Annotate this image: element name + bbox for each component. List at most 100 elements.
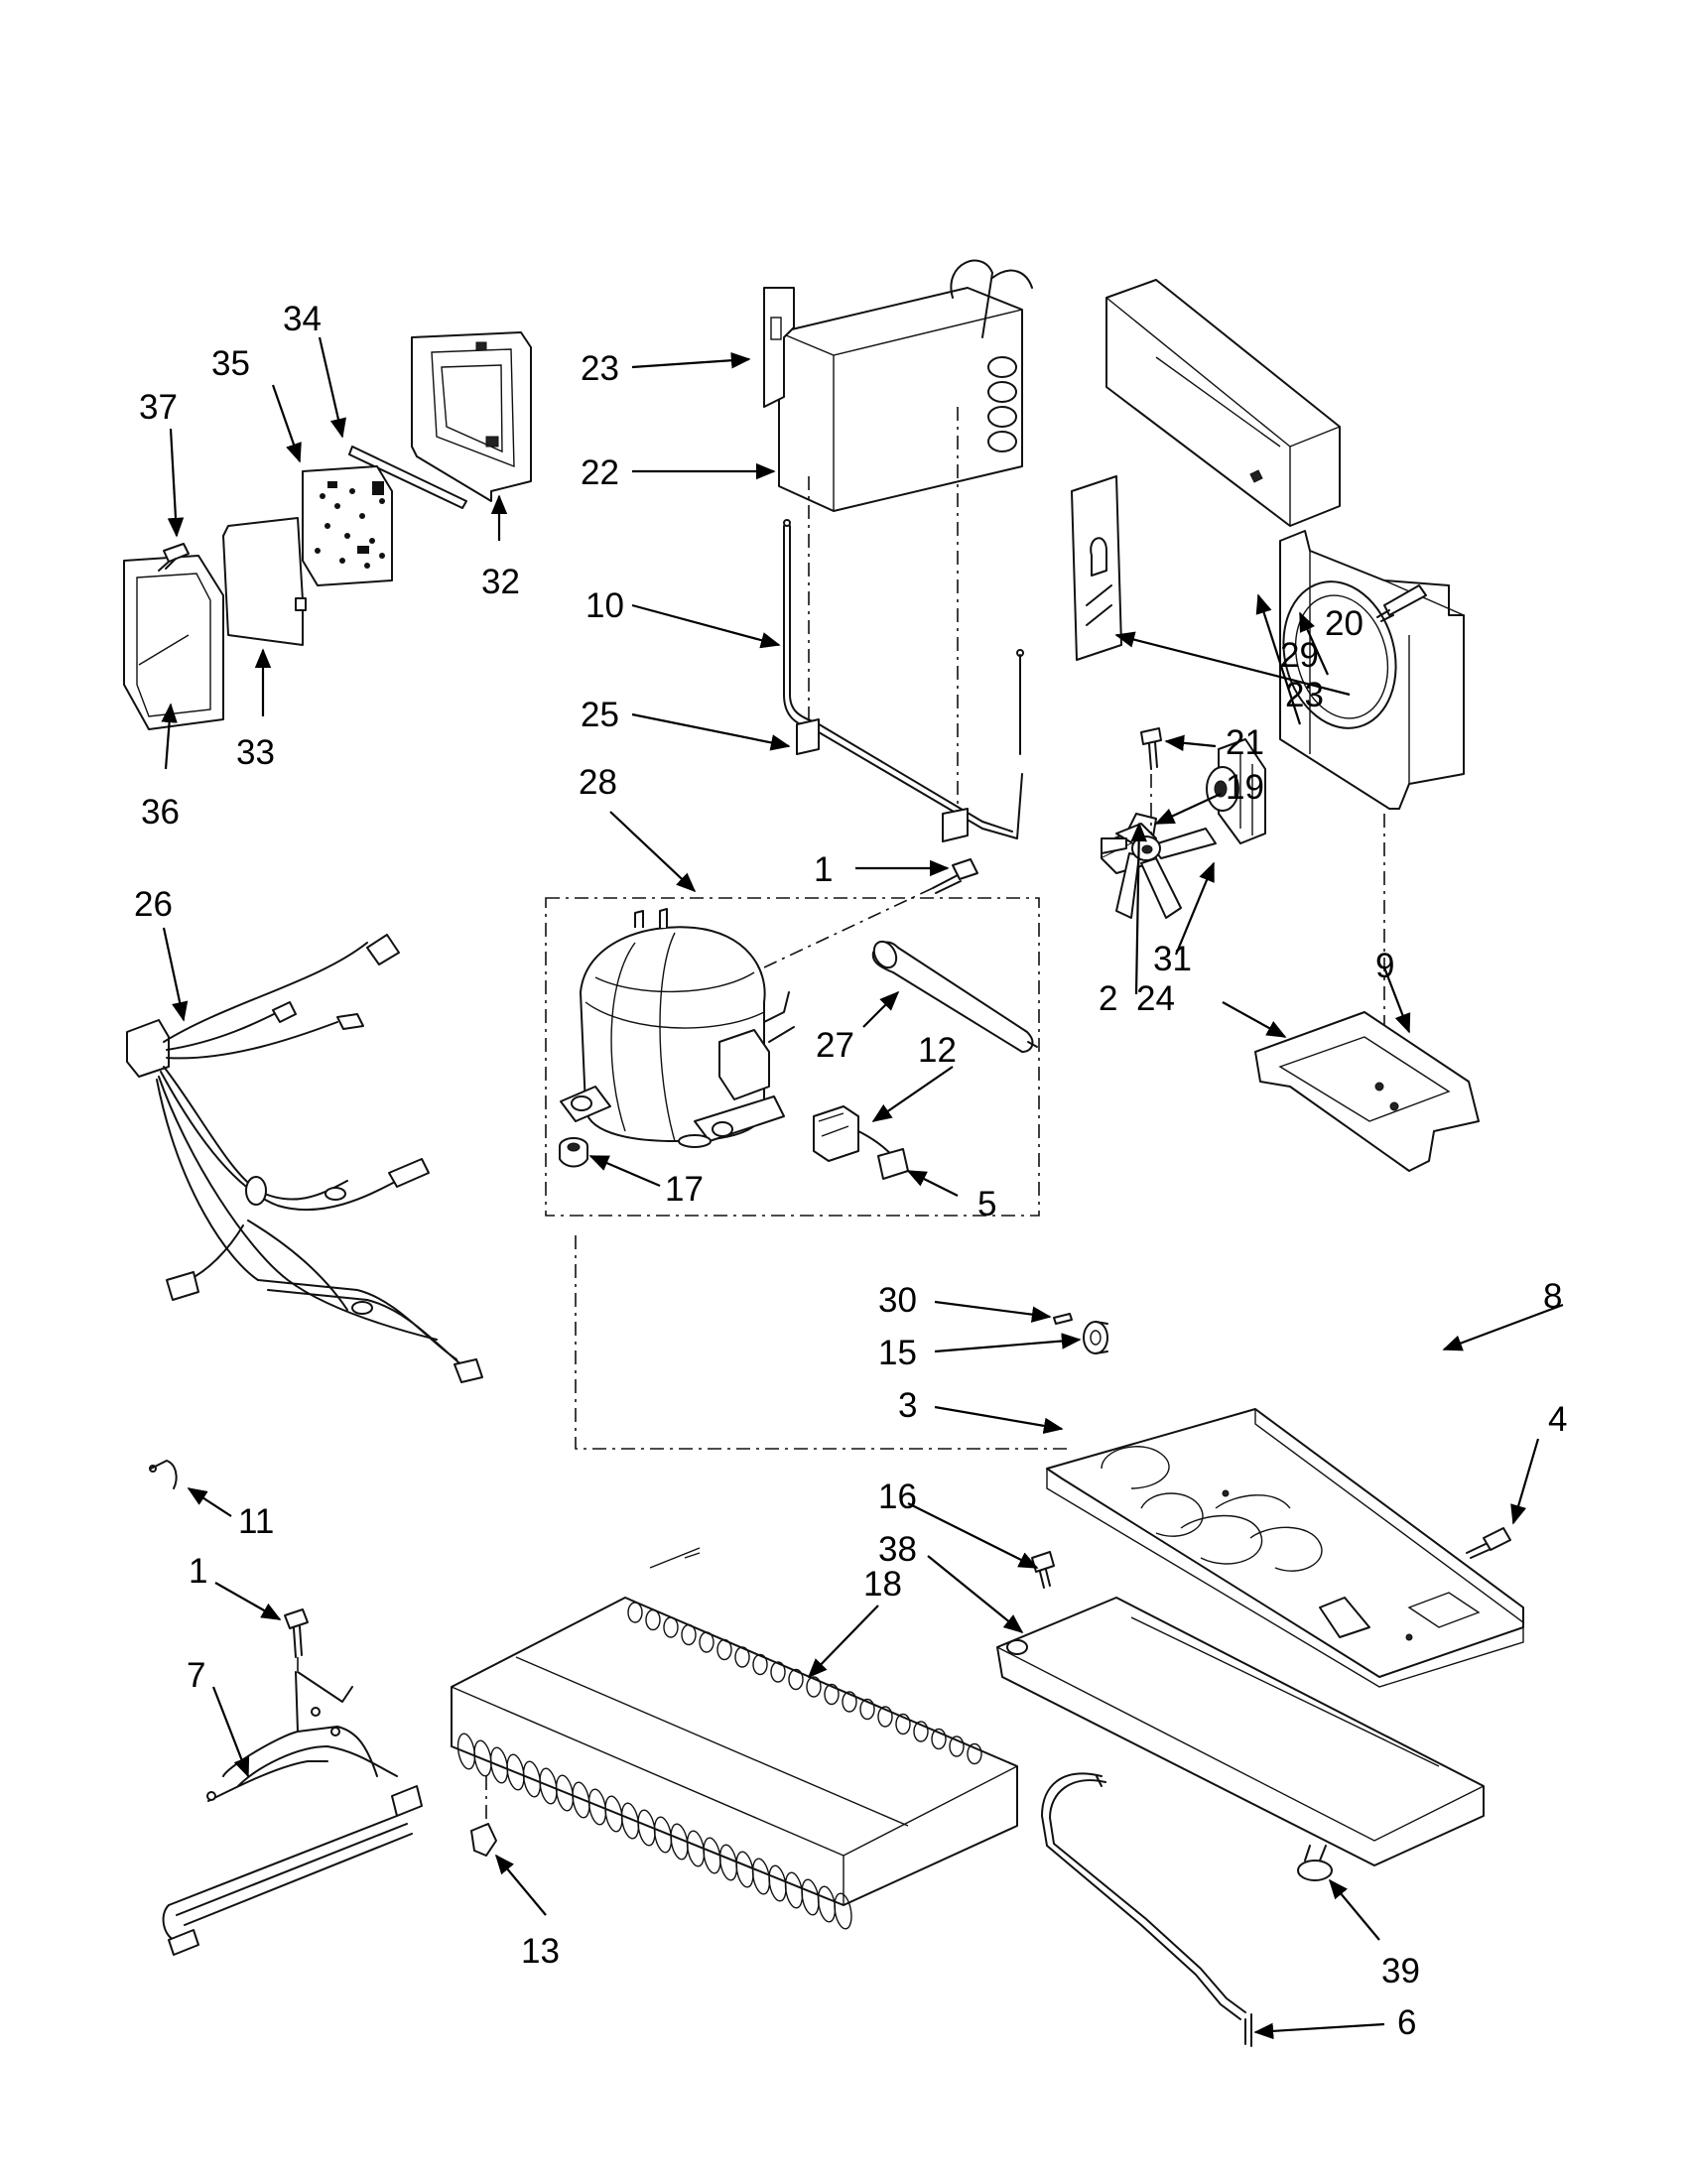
relay-box-on-compressor	[718, 1029, 770, 1100]
condenser-coil-loop-back	[824, 1683, 840, 1706]
overload-5	[877, 1148, 909, 1180]
callout-21: 21	[1226, 723, 1264, 762]
callout-4: 4	[1548, 1400, 1567, 1439]
callout-38: 38	[878, 1530, 917, 1569]
fan-blade-2	[1101, 823, 1217, 919]
callout-17: 17	[665, 1170, 704, 1209]
callout-34: 34	[283, 300, 322, 338]
condenser-coils	[456, 1602, 982, 1930]
board-cover-33	[222, 517, 307, 646]
screw-29	[1249, 469, 1263, 483]
compressor-group-box-28	[545, 897, 1040, 1217]
leader-lines	[161, 336, 1564, 2040]
condenser-coil-loop-back	[734, 1646, 750, 1668]
callout-labels: 34 35 37 32 33 36 23 22 10 25 28 20 29 2…	[134, 300, 1567, 2042]
callout-35: 35	[211, 344, 250, 383]
callout-15: 15	[878, 1334, 917, 1372]
callout-37: 37	[139, 388, 178, 427]
callout-28: 28	[579, 763, 617, 802]
callout-33: 33	[236, 733, 275, 772]
screw-1-harness	[284, 1608, 309, 1658]
callout-1-top: 1	[814, 850, 833, 889]
callout-11: 11	[238, 1502, 274, 1541]
fitting-39	[1297, 1845, 1333, 1881]
condenser-coil-loop-back	[699, 1631, 714, 1653]
callout-8: 8	[1543, 1277, 1562, 1316]
condenser-coil-loop-back	[681, 1623, 697, 1646]
condenser-coil-loop-back	[788, 1668, 804, 1691]
callout-29: 29	[1280, 636, 1319, 675]
start-relay-12	[813, 1105, 899, 1162]
callout-23-right: 23	[1285, 676, 1324, 714]
callout-23-top: 23	[581, 349, 619, 388]
condenser-coil-loop-back	[645, 1608, 661, 1631]
condenser-coil-loop-back	[967, 1742, 982, 1765]
wire-harness-7	[162, 1671, 423, 1956]
condenser-18	[451, 1547, 1018, 1930]
spacer-30	[1053, 1313, 1073, 1325]
condenser-coil-loop-back	[877, 1706, 893, 1728]
compressor-to-base-alignment-line	[575, 1235, 1067, 1450]
condenser-coil-loop-back	[931, 1728, 947, 1750]
seal-strip-34	[348, 446, 467, 509]
base-pan-3	[1046, 1408, 1524, 1688]
condenser-coil-loop-back	[716, 1638, 732, 1661]
filter-drier-27	[871, 940, 1038, 1053]
callout-16: 16	[878, 1477, 917, 1516]
callout-18: 18	[863, 1565, 902, 1604]
evaporator-22	[778, 259, 1033, 512]
callout-1-bottom: 1	[189, 1552, 207, 1591]
condenser-coil-loop-back	[842, 1691, 857, 1713]
callout-30: 30	[878, 1281, 917, 1320]
grommet-15	[1083, 1321, 1108, 1354]
duct-20	[1105, 279, 1341, 527]
callout-31: 31	[1153, 940, 1192, 978]
screw-21	[1140, 727, 1162, 770]
screw-1-compressor	[932, 858, 978, 894]
condenser-coil-loop	[834, 1892, 852, 1930]
callout-12: 12	[918, 1031, 957, 1070]
screw-4	[1466, 1527, 1511, 1559]
cover-frame-36	[123, 555, 224, 730]
heater-clip-25	[796, 718, 969, 842]
condenser-coil-loop-back	[627, 1602, 643, 1623]
callout-5: 5	[977, 1185, 996, 1223]
callout-7: 7	[187, 1656, 205, 1695]
fan-motor-24	[1206, 738, 1266, 844]
condenser-coil-loop-back	[663, 1616, 679, 1638]
callout-10: 10	[585, 586, 624, 625]
compressor-screw-alignment-line	[763, 887, 934, 968]
callout-24: 24	[1136, 979, 1175, 1018]
wire-harness-26	[126, 934, 483, 1383]
screw-16	[1031, 1551, 1055, 1589]
control-board-35	[302, 465, 393, 586]
screw-9	[1376, 584, 1427, 622]
condenser-coil-loop-back	[859, 1698, 875, 1721]
condenser-coil-loop-back	[895, 1713, 911, 1735]
defrost-heater-10	[783, 519, 1024, 839]
callout-20: 20	[1325, 604, 1363, 643]
fan-bracket-8	[1254, 1011, 1480, 1172]
condenser-coil-loop-back	[752, 1653, 768, 1676]
evaporator-bracket-23-right	[1071, 475, 1122, 661]
control-box-32	[411, 331, 532, 502]
compressor	[560, 908, 795, 1148]
drain-pan-38	[996, 1597, 1485, 1866]
callout-3: 3	[898, 1386, 917, 1425]
callout-2: 2	[1099, 979, 1117, 1018]
callout-25: 25	[581, 696, 619, 734]
callout-6: 6	[1397, 2003, 1416, 2042]
callout-39: 39	[1381, 1952, 1420, 1991]
condenser-coil-loop-back	[770, 1661, 786, 1683]
callout-22: 22	[581, 453, 619, 492]
grommet-17	[559, 1137, 588, 1168]
callout-27: 27	[816, 1026, 854, 1065]
clip-13	[470, 1823, 497, 1857]
condenser-coil-loop-back	[949, 1735, 965, 1757]
callout-13: 13	[521, 1932, 560, 1971]
callout-19: 19	[1226, 768, 1264, 807]
callout-32: 32	[481, 563, 520, 601]
callout-9: 9	[1375, 947, 1394, 985]
evaporator-bracket-23-left	[763, 287, 795, 408]
